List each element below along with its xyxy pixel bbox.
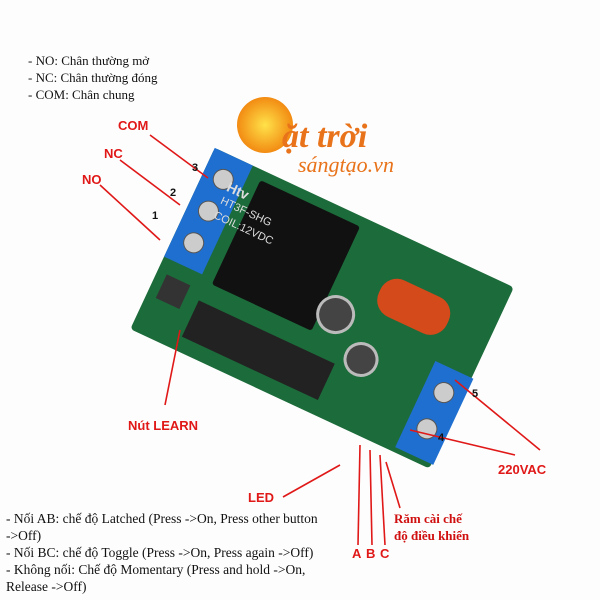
label-c: C <box>380 546 390 561</box>
logo-sun-icon <box>237 97 293 153</box>
pin-5: 5 <box>472 388 479 400</box>
antenna-coil <box>181 300 335 401</box>
label-led: LED <box>248 490 274 505</box>
pcb-board <box>131 147 513 468</box>
logo-subtext: sángtạo.vn <box>298 152 394 177</box>
capacitor <box>377 278 451 335</box>
label-no: NO <box>82 172 102 187</box>
annotation-lines <box>99 134 541 546</box>
jumper-note: Răm cài chế độ điều khiển <box>394 510 469 544</box>
terminal-block-power <box>395 361 474 465</box>
label-220vac: 220VAC <box>498 462 547 477</box>
relay <box>212 181 360 330</box>
pin-4: 4 <box>438 432 445 444</box>
label-learn: Nút LEARN <box>128 418 199 433</box>
logo-text: ặt trời <box>282 118 368 155</box>
mode-note: - Không nối: Chế độ Momentary (Press and… <box>6 562 306 577</box>
pin-1: 1 <box>152 210 159 222</box>
label-com: COM <box>118 118 149 133</box>
mode-note: ->Off) <box>6 528 42 543</box>
legend-top: - NO: Chân thường mở - NC: Chân thường đ… <box>28 52 157 103</box>
label-b: B <box>366 546 376 561</box>
learn-button <box>155 274 191 309</box>
legend-nc: - NC: Chân thường đóng <box>28 70 158 85</box>
legend-no: - NO: Chân thường mở <box>28 53 150 68</box>
pin-3: 3 <box>192 162 199 174</box>
label-nc: NC <box>104 146 123 161</box>
mode-notes: - Nối AB: chế độ Latched (Press ->On, Pr… <box>6 510 318 595</box>
pin-2: 2 <box>170 187 177 199</box>
mode-note: - Nối AB: chế độ Latched (Press ->On, Pr… <box>6 511 318 526</box>
label-a: A <box>352 546 362 561</box>
mode-note: Release ->Off) <box>6 579 87 594</box>
jumper-note-line: Răm cài chế <box>394 511 462 526</box>
mode-note: - Nối BC: chế độ Toggle (Press ->On, Pre… <box>6 545 314 560</box>
legend-com: - COM: Chân chung <box>28 87 135 102</box>
jumper-note-line: độ điều khiển <box>394 528 470 543</box>
